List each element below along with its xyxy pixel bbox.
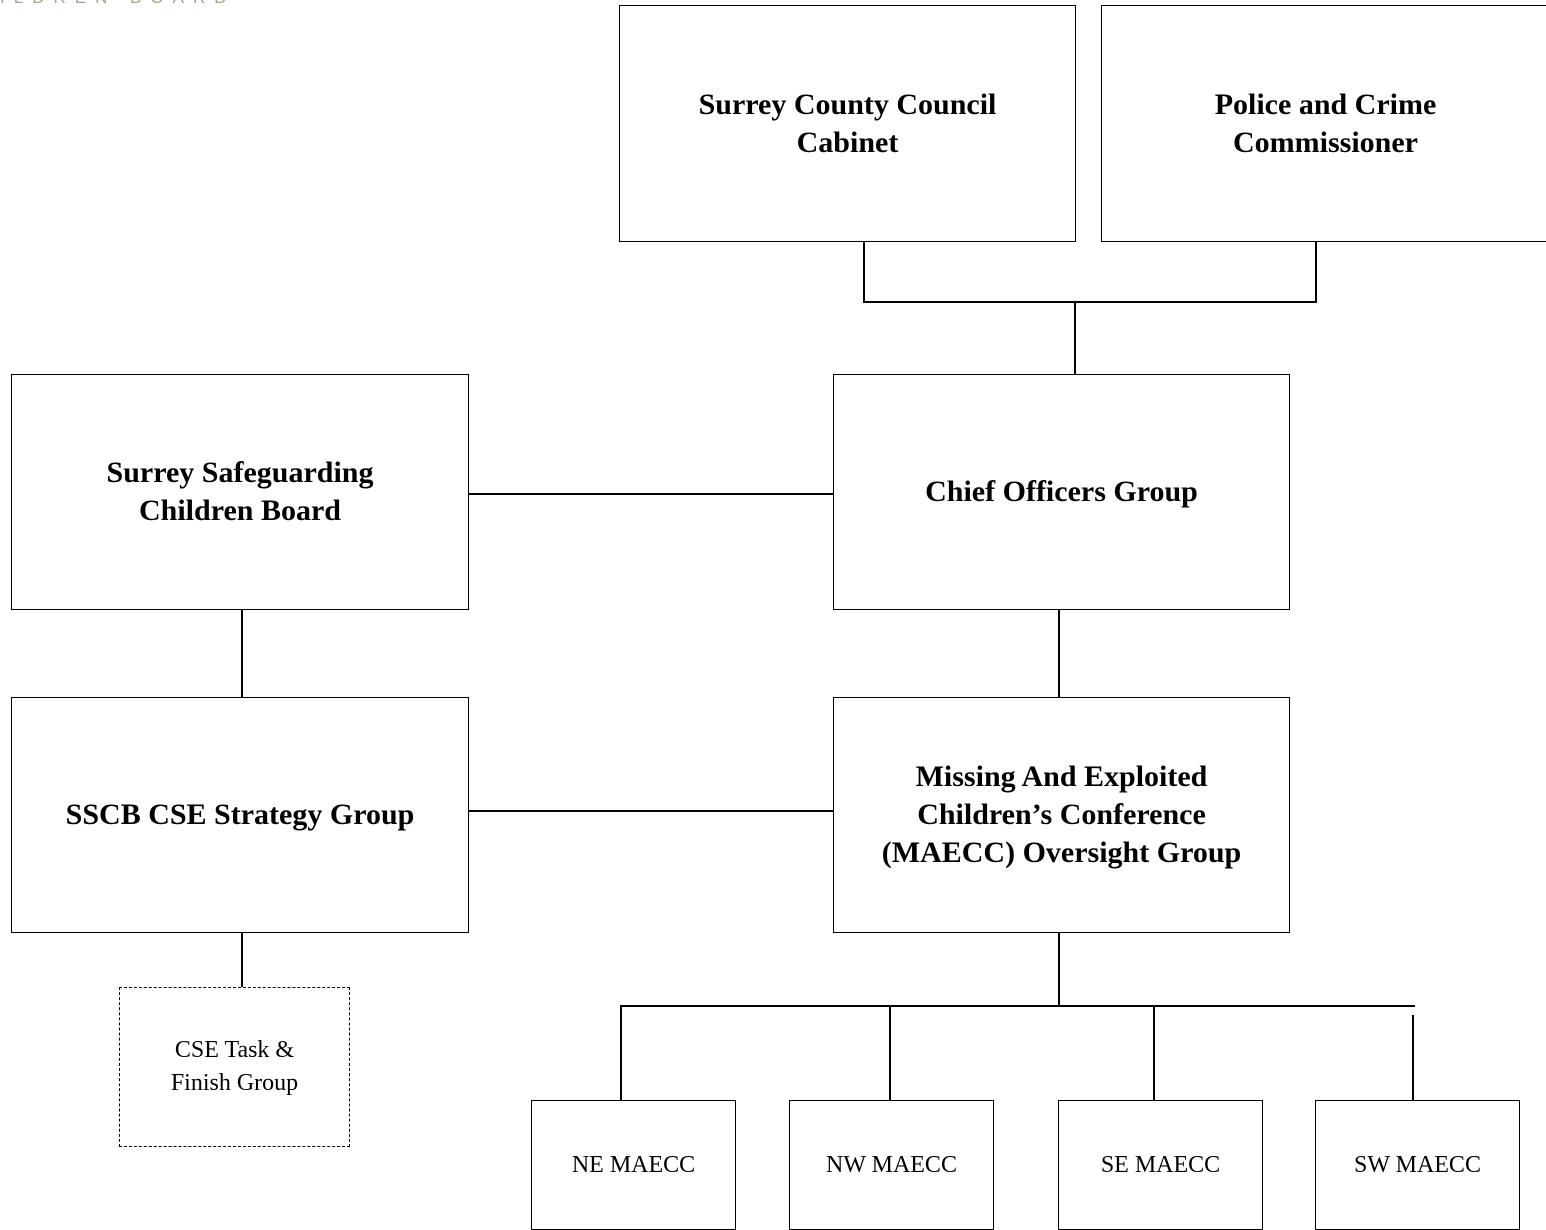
sscb-label: Surrey Safeguarding Children Board [106,456,374,527]
connector-line [620,1005,622,1101]
task-finish-box: CSE Task & Finish Group [119,987,350,1147]
se-maecc-box: SE MAECC [1058,1100,1263,1230]
task-finish-label: CSE Task & Finish Group [170,1037,299,1096]
ne-maecc-box: NE MAECC [531,1100,736,1230]
connector-line [241,608,243,698]
sw-maecc-label: SW MAECC [1354,1151,1481,1178]
nw-maecc-label: NW MAECC [826,1151,957,1178]
se-maecc-label: SE MAECC [1100,1151,1221,1178]
connector-line [863,301,1317,303]
connector-line [1058,608,1060,698]
maecc-oversight-label: Missing And Exploited Children’s Confere… [881,760,1242,869]
connector-line [620,1005,1415,1007]
sw-maecc-box: SW MAECC [1315,1100,1520,1230]
pcc-label: Police and Crime Commissioner [1214,87,1437,159]
strategy-label: SSCB CSE Strategy Group [65,798,415,831]
connector-line [863,240,865,302]
pcc-box: Police and Crime Commissioner [1101,5,1546,242]
connector-line [1412,1015,1414,1108]
cog-label: Chief Officers Group [925,475,1198,508]
sscb-box: Surrey Safeguarding Children Board [11,374,469,610]
connector-line [467,810,835,812]
connector-line [889,1005,891,1101]
connector-line [241,931,243,988]
connector-line [1074,302,1076,375]
cog-box: Chief Officers Group [833,374,1290,610]
connector-line [1315,240,1317,302]
cabinet-box: Surrey County Council Cabinet [619,5,1076,242]
cabinet-label: Surrey County Council Cabinet [698,87,997,159]
header-text: ILDREN BOARD [0,0,236,8]
connector-line [467,493,835,495]
strategy-box: SSCB CSE Strategy Group [11,697,469,933]
nw-maecc-box: NW MAECC [789,1100,994,1230]
ne-maecc-label: NE MAECC [571,1151,696,1178]
connector-line [1153,1005,1155,1101]
connector-line [1058,931,1060,1006]
maecc-oversight-box: Missing And Exploited Children’s Confere… [833,697,1290,933]
